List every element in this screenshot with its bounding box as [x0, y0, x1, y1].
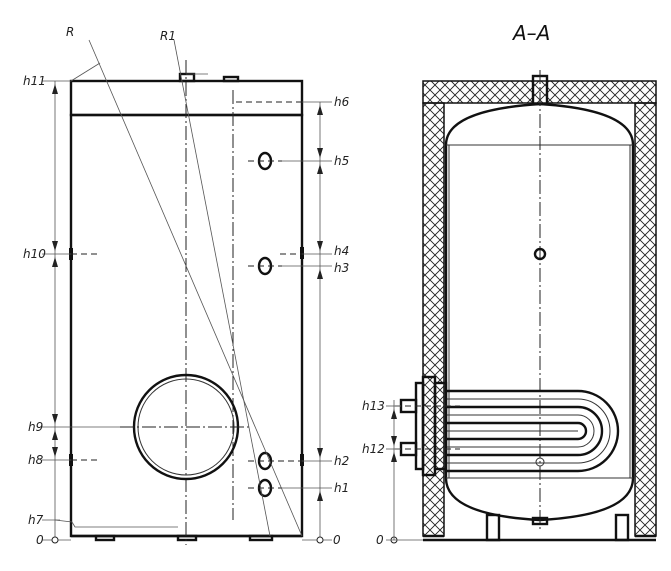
diagonal-R [88, 39, 303, 537]
section-view [386, 70, 657, 542]
section-foot-left [485, 513, 501, 542]
foot-center [176, 534, 198, 542]
label-h11: h11 [23, 74, 46, 88]
zero-marker-right [316, 536, 324, 544]
dimensions-right [282, 101, 332, 541]
section-title: A–A [511, 21, 550, 45]
label-h6: h6 [334, 95, 350, 109]
sensor-socket-h2 [300, 454, 304, 466]
front-view [54, 39, 304, 545]
label-h10: h10 [23, 247, 46, 261]
label-R1: R1 [160, 29, 176, 43]
section-foot-right [614, 513, 630, 542]
label-h7: h7 [28, 513, 44, 527]
section-sensor-bottom [535, 457, 545, 467]
section-sensor-top [533, 247, 547, 261]
label-h12: h12 [362, 442, 385, 456]
top-nozzle-2 [222, 75, 240, 83]
label-h4: h4 [334, 244, 349, 258]
dimensions-left [42, 80, 120, 541]
label-R: R [66, 25, 74, 39]
sensor-socket-h4 [300, 247, 304, 259]
label-h5: h5 [334, 154, 349, 168]
label-h3: h3 [334, 261, 349, 275]
label-zero-left: 0 [36, 533, 44, 547]
label-h2: h2 [334, 454, 349, 468]
label-h1: h1 [334, 481, 349, 495]
diagonal-R1 [173, 39, 271, 537]
insulation-left [422, 102, 445, 537]
foot-left [94, 534, 116, 542]
insulation-right [634, 102, 657, 537]
label-h8: h8 [28, 453, 44, 467]
foot-right [248, 534, 274, 542]
heat-exchanger-coil [446, 389, 620, 473]
zero-marker-left [51, 536, 59, 544]
label-h13: h13 [362, 399, 385, 413]
label-zero-section: 0 [376, 533, 384, 547]
label-h9: h9 [28, 420, 43, 434]
label-zero-right: 0 [333, 533, 341, 547]
